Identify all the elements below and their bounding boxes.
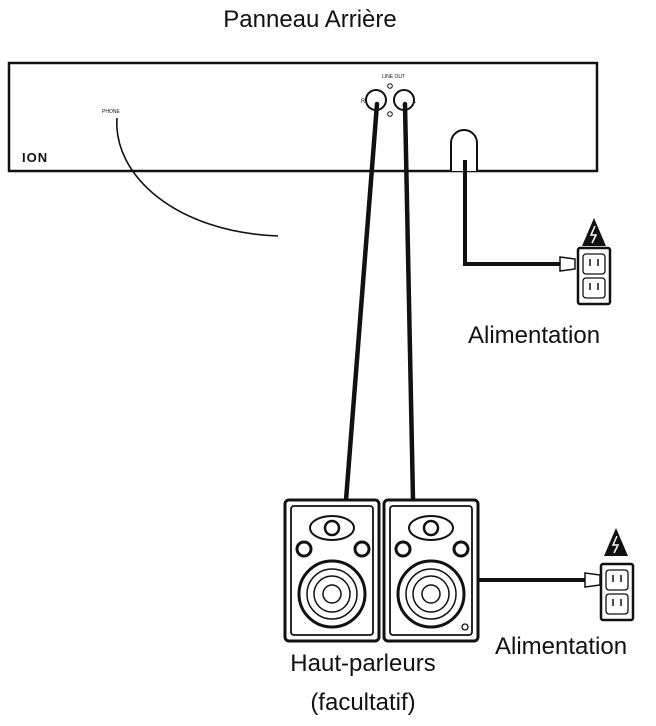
speaker-right — [283, 498, 381, 643]
port-right — [452, 540, 470, 558]
tweeter — [422, 519, 440, 537]
speaker-power-plug — [584, 572, 601, 588]
jack-left-label: L — [413, 99, 417, 105]
outlet-socket-bottom — [605, 593, 629, 615]
speakers-optional-label: (facultatif) — [310, 689, 416, 716]
diagram-title: Panneau Arrière — [223, 6, 397, 33]
woofer-outer — [396, 559, 466, 629]
audio-cable-right — [343, 101, 380, 503]
speakers-label: Haut-parleurs — [290, 650, 436, 677]
high-voltage-warning-icon — [582, 218, 606, 246]
ion-logo: ION — [22, 150, 48, 165]
jack-right-label: R — [361, 99, 366, 105]
rear-panel-outline — [7, 61, 599, 173]
outlet-socket-top — [582, 253, 606, 275]
port-left — [295, 540, 313, 558]
port-right — [353, 540, 371, 558]
woofer-cone — [412, 575, 450, 613]
wall-outlet-device — [576, 218, 612, 306]
woofer-cone — [313, 575, 351, 613]
woofer-outer — [297, 559, 367, 629]
power-cord-entry — [450, 129, 478, 171]
outlet-socket-top — [605, 569, 629, 591]
outlet-socket-bottom — [582, 277, 606, 299]
woofer-ring — [405, 568, 457, 620]
woofer-dustcap — [322, 584, 342, 604]
power-label-speakers: Alimentation — [495, 633, 628, 660]
woofer-ring — [306, 568, 358, 620]
tweeter — [323, 519, 341, 537]
device-power-plug — [559, 256, 576, 272]
line-out-indicator-bottom — [387, 111, 393, 117]
line-out-label: LINE OUT — [382, 74, 405, 80]
port-left — [394, 540, 412, 558]
high-voltage-warning-icon — [604, 528, 628, 556]
speaker-power-indicator — [461, 623, 469, 631]
audio-cable-left — [402, 101, 416, 503]
phone-cable-label: PHONE — [102, 109, 120, 115]
wall-outlet-speakers — [599, 528, 635, 622]
device-power-cord — [463, 160, 560, 266]
line-out-indicator-top — [387, 83, 393, 89]
speaker-left — [382, 498, 480, 643]
phone-cable — [116, 117, 279, 237]
woofer-dustcap — [421, 584, 441, 604]
lightning-bolt — [611, 535, 620, 554]
power-label-device: Alimentation — [468, 322, 601, 349]
turntable-rear-panel: ION PHONE LINE OUT R L — [7, 61, 599, 237]
lightning-bolt — [589, 225, 598, 244]
